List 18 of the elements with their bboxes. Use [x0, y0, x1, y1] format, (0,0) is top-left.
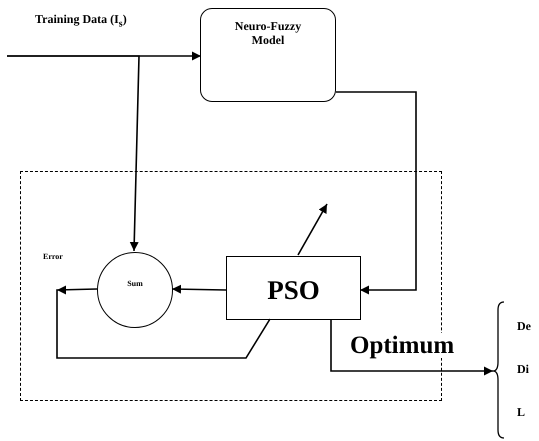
arrow [7, 55, 140, 252]
output-label: De [517, 320, 531, 332]
arrow [172, 284, 226, 294]
arrow [336, 91, 417, 294]
arrow [330, 319, 493, 376]
node-label: Neuro-Fuzzy Model [234, 19, 302, 48]
arrow [297, 204, 328, 256]
model-box [200, 8, 336, 102]
edge-label: Error [43, 253, 63, 261]
output-label: Di [517, 363, 529, 375]
node-label: Sum [127, 278, 143, 288]
edge-label: Training Data (I$_{s}$) [35, 13, 127, 30]
output-label: L [517, 406, 526, 418]
node-label: PSO [267, 274, 320, 306]
edge-label: Optimum [350, 333, 454, 358]
sum-circle [97, 252, 173, 328]
process-box [226, 256, 361, 320]
arrow [56, 286, 271, 359]
